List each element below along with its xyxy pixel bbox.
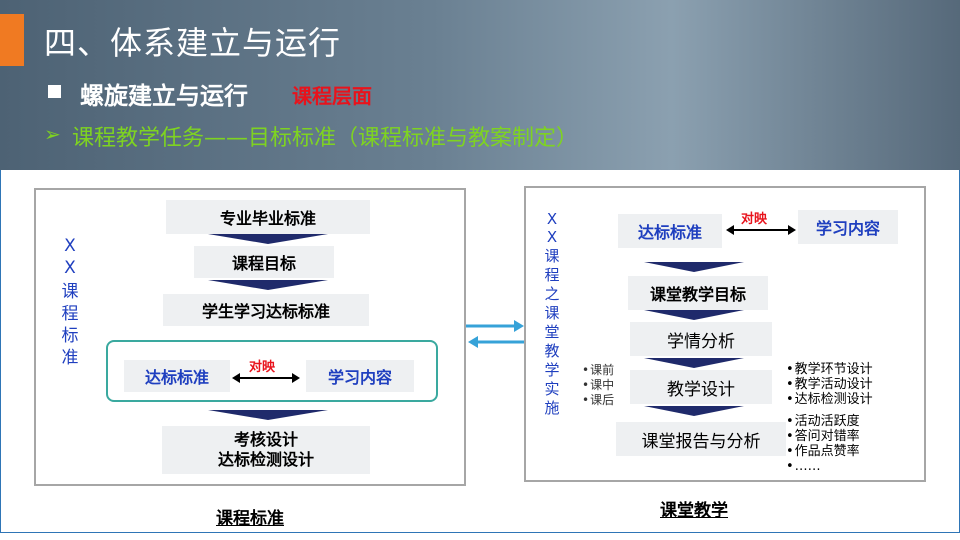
down-arrow-icon <box>208 280 328 290</box>
right-vertical-char: X <box>546 210 558 228</box>
right-panel-caption: 课堂教学 <box>660 501 728 521</box>
left-mapping-label: 对映 <box>249 360 276 375</box>
left-vertical-char: 程 <box>61 304 79 324</box>
left-vertical-char: X <box>64 236 76 256</box>
right-vertical-char: 学 <box>544 361 560 379</box>
right-vertical-char: 课 <box>544 304 560 322</box>
design-item: 教学活动设计 <box>786 377 873 392</box>
left-content-box: 学习内容 <box>306 360 414 392</box>
section-subtitle: 螺旋建立与运行 <box>80 82 248 110</box>
step-learner-analysis: 学情分析 <box>630 322 772 356</box>
right-standard-box: 达标标准 <box>618 214 722 248</box>
design-item: 教学环节设计 <box>786 362 873 377</box>
right-vertical-char: 课 <box>544 247 560 265</box>
design-list: 教学环节设计 教学活动设计 达标检测设计 <box>786 362 873 407</box>
down-arrow-icon <box>644 262 744 272</box>
assessment-line-2: 达标检测设计 <box>217 450 314 469</box>
phase-item: 课中 <box>582 378 614 393</box>
down-arrow-icon <box>644 406 744 416</box>
left-vertical-char: 标 <box>61 326 79 346</box>
right-mapping-label: 对映 <box>741 212 768 227</box>
right-vertical-char: 教 <box>544 342 560 360</box>
mapping-frame <box>106 340 438 402</box>
assessment-line-1: 考核设计 <box>233 430 298 449</box>
accent-bar <box>0 14 24 66</box>
step-student-standard: 学生学习达标标准 <box>163 294 369 326</box>
link-arrows-icon <box>466 320 524 348</box>
right-content-box: 学习内容 <box>798 210 898 244</box>
down-arrow-icon <box>208 410 328 420</box>
right-vertical-char: 之 <box>544 285 560 303</box>
report-item: 活动活跃度 <box>786 414 860 429</box>
phase-item: 课后 <box>582 393 614 408</box>
report-list: 活动活跃度 答问对错率 作品点赞率 …… <box>786 414 860 474</box>
design-item: 达标检测设计 <box>786 392 873 407</box>
step-class-goal: 课堂教学目标 <box>628 276 768 310</box>
section-highlight: 课程层面 <box>292 84 372 108</box>
right-vertical-char: 施 <box>544 399 560 417</box>
down-arrow-icon <box>208 234 328 244</box>
double-arrow-icon <box>726 225 796 235</box>
step-assessment-design: 考核设计 达标检测设计 <box>162 426 370 474</box>
report-item: 作品点赞率 <box>786 444 860 459</box>
double-arrow-icon <box>232 373 300 383</box>
right-vertical-char: 实 <box>544 380 560 398</box>
right-vertical-char: X <box>546 228 558 246</box>
left-panel-caption: 课程标准 <box>216 509 284 529</box>
right-vertical-char: 堂 <box>544 323 560 341</box>
phase-item: 课前 <box>582 363 614 378</box>
phase-list: 课前 课中 课后 <box>582 363 614 408</box>
left-vertical-char: 准 <box>61 348 79 368</box>
step-graduation-standard: 专业毕业标准 <box>166 200 370 234</box>
step-class-report: 课堂报告与分析 <box>616 422 786 456</box>
header-banner: 四、体系建立与运行 螺旋建立与运行 课程层面 ➢ 课程教学任务——目标标准（课程… <box>0 0 960 170</box>
step-teaching-design: 教学设计 <box>630 370 772 404</box>
task-line: 课程教学任务——目标标准（课程标准与教案制定） <box>72 126 579 151</box>
page-title: 四、体系建立与运行 <box>44 24 342 62</box>
left-vertical-char: X <box>64 258 76 278</box>
down-arrow-icon <box>644 358 744 368</box>
report-item: 答问对错率 <box>786 429 860 444</box>
left-standard-box: 达标标准 <box>124 360 230 392</box>
arrow-bullet-icon: ➢ <box>44 122 61 146</box>
report-item: …… <box>786 459 860 474</box>
left-vertical-char: 课 <box>61 282 79 302</box>
right-vertical-char: 程 <box>544 266 560 284</box>
step-course-goal: 课程目标 <box>194 246 334 278</box>
down-arrow-icon <box>644 310 744 320</box>
square-bullet-icon <box>48 85 61 98</box>
